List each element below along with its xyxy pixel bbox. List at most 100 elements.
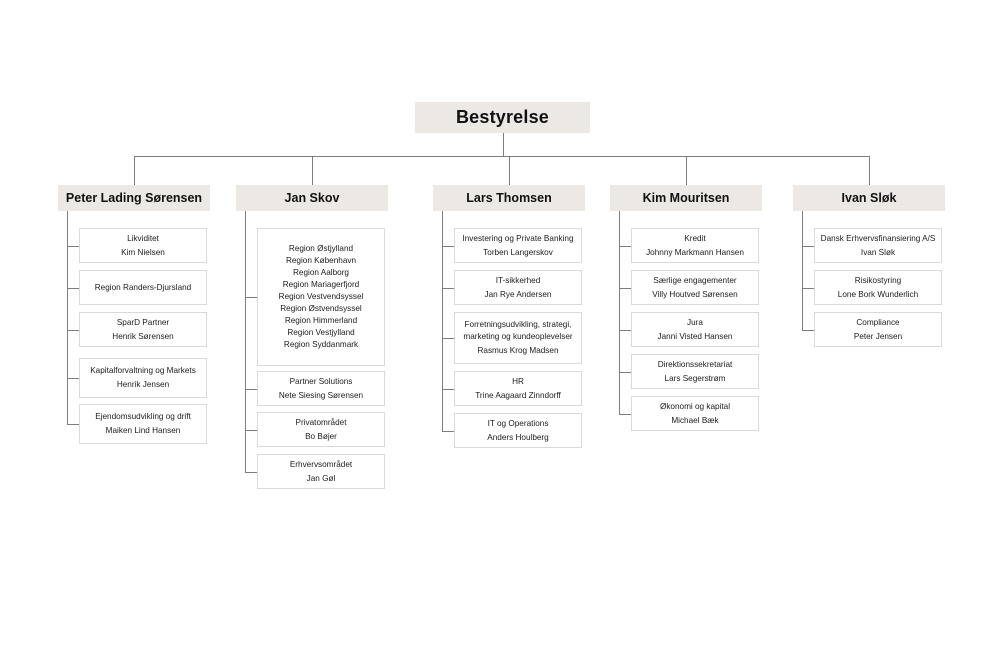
column-header-label: Ivan Sløk — [841, 190, 897, 205]
leaf-connector — [67, 329, 79, 331]
leaf-connector — [67, 245, 79, 247]
leaf-node-person: Ivan Sløk — [860, 247, 896, 257]
leaf-node-person: Kim Nielsen — [121, 247, 165, 257]
column-spine-connector — [67, 211, 68, 424]
leaf-connector — [442, 338, 454, 339]
leaf-connector — [245, 388, 257, 390]
leaf-connector — [619, 287, 631, 289]
branch-connector — [869, 156, 870, 185]
leaf-node-person: Peter Jensen — [853, 331, 903, 341]
leaf-node-title: IT og Operations — [487, 418, 549, 428]
leaf-node-title: Compliance — [856, 317, 900, 327]
leaf-node-title: Dansk Erhvervsfinansiering A/S — [820, 233, 936, 243]
branch-connector — [312, 156, 313, 185]
leaf-node[interactable]: Dansk Erhvervsfinansiering A/S Ivan Sløk — [814, 228, 942, 263]
leaf-node-title: Direktionssekretariat — [657, 359, 733, 369]
leaf-node[interactable]: Privatområdet Bo Bøjer — [257, 412, 385, 447]
column-header-1[interactable]: Peter Lading Sørensen — [58, 185, 210, 211]
leaf-node-person: Anders Houlberg — [487, 432, 549, 442]
column-header-3[interactable]: Lars Thomsen — [433, 185, 585, 211]
leaf-node-title: Kredit — [684, 233, 706, 243]
leaf-node-person: Trine Aagaard Zinndorff — [475, 390, 561, 400]
root-node-label: Bestyrelse — [455, 107, 550, 127]
leaf-connector — [802, 329, 814, 331]
leaf-node-title: Risikostyring — [854, 275, 902, 285]
leaf-node-line: Region Mariagerfjord — [282, 280, 360, 290]
leaf-connector — [619, 329, 631, 331]
leaf-connector — [442, 287, 454, 289]
leaf-node-title: SparD Partner — [116, 317, 170, 327]
leaf-node-person: Lone Bork Wunderlich — [837, 289, 919, 299]
branch-connector — [686, 156, 687, 185]
leaf-node-person: Bo Bøjer — [305, 431, 337, 441]
leaf-connector — [67, 424, 79, 425]
leaf-node-person: Lars Segerstrøm — [664, 373, 726, 383]
leaf-node[interactable]: Region Randers-Djursland — [79, 270, 207, 305]
leaf-connector — [245, 471, 257, 473]
leaf-node-person: Jan Rye Andersen — [484, 289, 552, 299]
horizontal-bus-connector — [134, 156, 869, 157]
branch-connector — [509, 156, 510, 185]
leaf-node-title: Jura — [687, 317, 703, 327]
leaf-node-person: Michael Bæk — [671, 415, 719, 425]
leaf-node-person: Henrik Sørensen — [112, 331, 174, 341]
leaf-node-person: Nete Siesing Sørensen — [278, 390, 364, 400]
leaf-node-title: Økonomi og kapital — [659, 401, 731, 411]
column-header-5[interactable]: Ivan Sløk — [793, 185, 945, 211]
leaf-node-title: Partner Solutions — [289, 376, 353, 386]
leaf-node-title: Forretningsudvikling, strategi, marketin… — [463, 320, 573, 342]
leaf-connector — [245, 297, 257, 298]
leaf-connector — [245, 429, 257, 431]
leaf-connector — [67, 378, 79, 379]
leaf-node-line: Region Syddanmark — [283, 339, 359, 349]
leaf-node-title: Investering og Private Banking — [462, 233, 574, 243]
leaf-node-person: Rasmus Krog Madsen — [477, 345, 559, 355]
leaf-node-title: Likviditet — [127, 233, 159, 243]
leaf-node-person: Janni Visted Hansen — [657, 331, 733, 341]
leaf-node-title: IT-sikkerhed — [495, 275, 541, 285]
leaf-node-line: Region Himmerland — [284, 315, 358, 325]
leaf-node-person: Villy Houtved Sørensen — [652, 289, 738, 299]
column-header-label: Kim Mouritsen — [642, 190, 730, 205]
leaf-node[interactable]: Forretningsudvikling, strategi, marketin… — [454, 312, 582, 364]
leaf-connector — [802, 287, 814, 289]
leaf-connector — [619, 413, 631, 415]
leaf-node-title: Privatområdet — [295, 417, 347, 427]
leaf-node-line: Region Aalborg — [293, 268, 349, 278]
column-spine-connector — [619, 211, 620, 414]
leaf-connector — [442, 388, 454, 390]
leaf-node-person: Maiken Lind Hansen — [105, 426, 181, 435]
column-spine-connector — [442, 211, 443, 431]
leaf-connector — [442, 245, 454, 247]
column-header-2[interactable]: Jan Skov — [236, 185, 388, 211]
leaf-node-line: Region Østjylland — [288, 244, 354, 254]
leaf-node-line: Region Østvendsyssel — [280, 303, 362, 313]
leaf-node-title: Særlige engagementer — [653, 275, 737, 285]
leaf-connector — [442, 430, 454, 432]
column-header-label: Jan Skov — [284, 190, 340, 205]
column-header-label: Peter Lading Sørensen — [65, 190, 203, 205]
column-header-4[interactable]: Kim Mouritsen — [610, 185, 762, 211]
root-node: Bestyrelse — [415, 102, 590, 133]
leaf-node-title: Ejendomsudvikling og drift — [95, 412, 191, 422]
leaf-node-line: Region Vestjylland — [287, 327, 355, 337]
